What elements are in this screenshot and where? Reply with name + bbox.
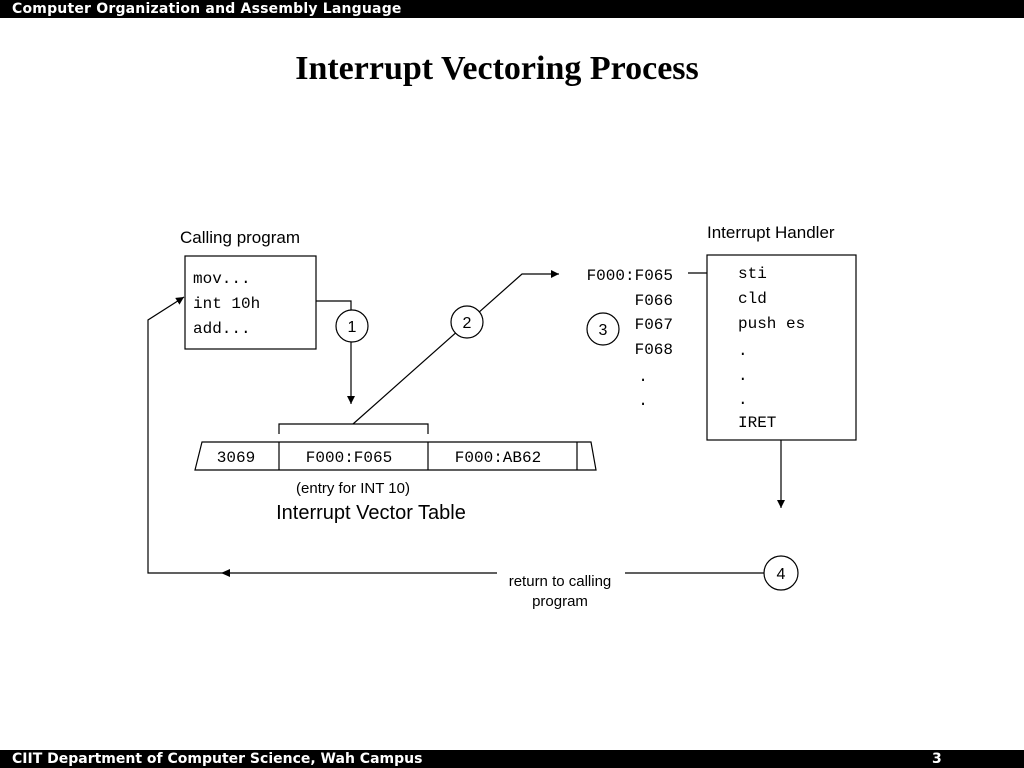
- handler-line: cld: [738, 290, 767, 308]
- handler-line: push es: [738, 315, 805, 333]
- vector-cell: 3069: [217, 449, 255, 467]
- step1-circle: [335, 309, 369, 343]
- entry-bracket: [278, 423, 429, 434]
- step1-arrow: [316, 300, 355, 404]
- course-title: Computer Organization and Assembly Langu…: [12, 1, 402, 17]
- handler-address: F066: [635, 292, 673, 310]
- handler-line: .: [738, 367, 748, 385]
- calling-program-line: mov...: [193, 270, 251, 288]
- step1-number: 1: [348, 319, 357, 336]
- step2-circle: [450, 305, 484, 339]
- handler-address: F068: [635, 341, 673, 359]
- calling-program-box: [184, 255, 317, 350]
- calling-program-line: add...: [193, 320, 251, 338]
- handler-line: IRET: [738, 414, 776, 432]
- handler-address: .: [638, 368, 648, 386]
- step4-circle: [763, 555, 799, 591]
- step2-number: 2: [463, 315, 472, 332]
- interrupt-handler-label: Interrupt Handler: [707, 223, 835, 242]
- return-label-backdrop: [497, 566, 625, 578]
- footer-bar: CIIT Department of Computer Science, Wah…: [0, 750, 1024, 768]
- header-bar: Computer Organization and Assembly Langu…: [0, 0, 1024, 18]
- vector-table-strip: [194, 441, 597, 471]
- interrupt-handler-box: [706, 254, 857, 441]
- calling-program-line: int 10h: [193, 295, 260, 313]
- vector-entry-note: (entry for INT 10): [296, 480, 410, 497]
- step3-circle: [586, 312, 620, 346]
- handler-address: F000:F065: [587, 267, 673, 285]
- vector-cell: F000:F065: [306, 449, 392, 467]
- handler-line: sti: [738, 265, 767, 283]
- step3-number: 3: [599, 322, 608, 339]
- handler-line: .: [738, 342, 748, 360]
- return-direction-arrowhead: [221, 569, 230, 577]
- return-label: program: [532, 593, 588, 610]
- step2-arrow: [352, 270, 559, 425]
- slide-title: Interrupt Vectoring Process: [295, 50, 699, 87]
- handler-line: .: [738, 391, 748, 409]
- vector-cell: F000:AB62: [455, 449, 541, 467]
- step4-number: 4: [777, 566, 786, 583]
- vector-table-label: Interrupt Vector Table: [276, 502, 466, 524]
- return-label: return to calling: [509, 573, 612, 590]
- handler-address: .: [638, 392, 648, 410]
- calling-program-label: Calling program: [180, 228, 300, 247]
- handler-address: F067: [635, 316, 673, 334]
- page-number: 3: [932, 751, 942, 767]
- footer-department: CIIT Department of Computer Science, Wah…: [12, 751, 423, 767]
